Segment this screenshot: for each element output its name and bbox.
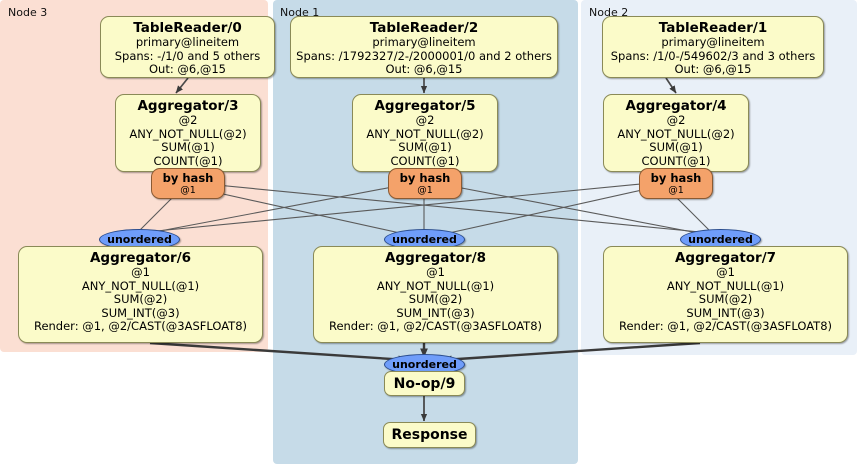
- node-line: ANY_NOT_NULL(@2): [617, 126, 735, 141]
- edge-hashR-unordL: [145, 182, 652, 233]
- node-line: @1: [716, 265, 735, 279]
- edge-hashL-unordL: [138, 195, 175, 232]
- node-title: Aggregator/7: [674, 250, 777, 266]
- node-line: COUNT(@1): [153, 153, 223, 168]
- edge-hashC-unordR: [445, 184, 704, 235]
- panel-label-node1: Node 1: [280, 6, 320, 19]
- node-tablereader-1[interactable]: TableReader/1 primary@lineitem Spans: /1…: [602, 16, 824, 78]
- node-line: Spans: /1/0-/549602/3 and 3 others: [610, 48, 816, 63]
- node-line: @1: [131, 265, 150, 279]
- edge-hashR-unordC: [439, 187, 652, 236]
- node-line: Out: @6,@15: [149, 62, 226, 77]
- node-title: Aggregator/6: [89, 250, 192, 266]
- node-line: primary@lineitem: [372, 35, 476, 49]
- node-aggregator-8[interactable]: Aggregator/8 @1 ANY_NOT_NULL(@1) SUM(@2)…: [313, 246, 558, 343]
- node-line: ANY_NOT_NULL(@1): [376, 278, 495, 293]
- node-line: SUM_INT(@3): [101, 305, 180, 320]
- node-line: SUM(@2): [408, 292, 463, 307]
- node-title: Aggregator/8: [384, 250, 487, 266]
- node-aggregator-4[interactable]: Aggregator/4 @2 ANY_NOT_NULL(@2) SUM(@1)…: [603, 94, 749, 172]
- node-aggregator-5[interactable]: Aggregator/5 @2 ANY_NOT_NULL(@2) SUM(@1)…: [352, 94, 498, 172]
- node-line: ANY_NOT_NULL(@1): [666, 278, 785, 293]
- node-title: TableReader/1: [658, 20, 768, 36]
- node-title: TableReader/0: [133, 20, 242, 36]
- node-tablereader-2[interactable]: TableReader/2 primary@lineitem Spans: /1…: [290, 16, 558, 78]
- node-line: ANY_NOT_NULL(@2): [129, 126, 247, 141]
- node-noop-9[interactable]: No-op/9: [384, 371, 465, 396]
- node-line: @2: [178, 113, 198, 127]
- node-line: Spans: -/1/0 and 5 others: [114, 48, 261, 63]
- node-title: Aggregator/5: [374, 98, 476, 114]
- edge-agg6-final: [149, 341, 408, 364]
- edge-agg7-final: [442, 341, 701, 364]
- node-title: TableReader/2: [369, 20, 479, 36]
- router-by-hash-right[interactable]: by hash @1: [639, 168, 713, 199]
- node-aggregator-6[interactable]: Aggregator/6 @1 ANY_NOT_NULL(@1) SUM(@2)…: [18, 246, 263, 343]
- node-line: Out: @6,@15: [385, 62, 463, 77]
- node-line: ANY_NOT_NULL(@1): [81, 278, 200, 293]
- edge-tr1-agg4: [665, 77, 677, 94]
- node-line: @1: [426, 265, 445, 279]
- edge-hashR-unordR: [674, 195, 711, 232]
- node-line: SUM(@1): [649, 140, 703, 155]
- router-column: @1: [180, 185, 196, 196]
- node-line: SUM(@2): [113, 292, 168, 307]
- panel-label-node3: Node 3: [8, 6, 48, 19]
- node-response[interactable]: Response: [383, 422, 476, 448]
- node-line: primary@lineitem: [661, 35, 765, 49]
- node-line: SUM(@2): [698, 292, 753, 307]
- node-line: SUM_INT(@3): [686, 305, 765, 320]
- router-by-hash-left[interactable]: by hash @1: [151, 168, 225, 199]
- synchronizer-unordered-center[interactable]: unordered: [384, 229, 465, 250]
- node-title: Aggregator/3: [137, 98, 239, 114]
- node-line: primary@lineitem: [135, 35, 240, 49]
- node-line: COUNT(@1): [641, 153, 711, 168]
- edge-hashC-unordL: [143, 184, 404, 235]
- panel-label-node2: Node 2: [589, 6, 629, 19]
- node-line: COUNT(@1): [390, 153, 460, 168]
- router-by-hash-center[interactable]: by hash @1: [388, 168, 462, 199]
- edge-hashL-unordR: [195, 182, 701, 233]
- node-tablereader-0[interactable]: TableReader/0 primary@lineitem Spans: -/…: [100, 16, 275, 78]
- node-line: @2: [415, 113, 435, 127]
- node-line: Render: @1, @2/CAST(@3ASFLOAT8): [33, 319, 248, 334]
- node-line: Render: @1, @2/CAST(@3ASFLOAT8): [618, 319, 833, 334]
- node-title: Aggregator/4: [625, 98, 727, 114]
- node-line: @2: [666, 113, 686, 127]
- router-column: @1: [668, 185, 684, 196]
- node-aggregator-7[interactable]: Aggregator/7 @1 ANY_NOT_NULL(@1) SUM(@2)…: [603, 246, 848, 343]
- node-line: Render: @1, @2/CAST(@3ASFLOAT8): [328, 319, 543, 334]
- node-line: SUM_INT(@3): [396, 305, 475, 320]
- node-line: SUM(@1): [161, 140, 215, 155]
- router-label: by hash: [162, 171, 214, 185]
- node-line: SUM(@1): [398, 140, 452, 155]
- router-label: by hash: [650, 171, 702, 185]
- node-line: ANY_NOT_NULL(@2): [366, 126, 484, 141]
- edge-tr0-agg3: [175, 77, 189, 94]
- edge-hashL-unordC: [195, 187, 410, 236]
- node-line: Spans: /1792327/2-/2000001/0 and 2 other…: [296, 48, 552, 63]
- router-label: by hash: [399, 171, 451, 185]
- router-column: @1: [417, 185, 433, 196]
- node-aggregator-3[interactable]: Aggregator/3 @2 ANY_NOT_NULL(@2) SUM(@1)…: [115, 94, 261, 172]
- node-line: Out: @6,@15: [674, 62, 752, 77]
